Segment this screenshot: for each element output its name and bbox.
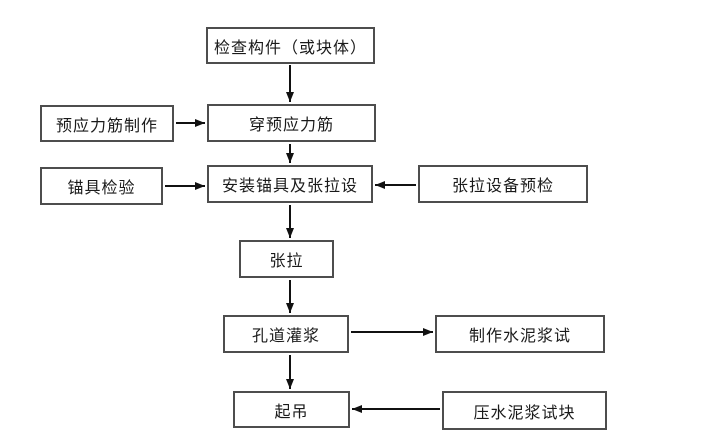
flow-box-duct-grouting: 孔道灌浆 — [223, 315, 349, 353]
flow-box-cement-test-making: 制作水泥浆试 — [435, 315, 605, 353]
flow-box-label: 孔道灌浆 — [251, 328, 320, 345]
flow-box-equipment-precheck: 张拉设备预检 — [418, 165, 588, 203]
flow-box-lifting: 起吊 — [233, 391, 350, 428]
flow-box-label: 锚具检验 — [67, 180, 136, 197]
flow-box-tendon-fabrication: 预应力筋制作 — [40, 105, 174, 142]
flow-box-install-anchorage: 安装锚具及张拉设 — [207, 165, 373, 203]
flow-box-label: 张拉 — [269, 253, 304, 270]
flow-box-label: 制作水泥浆试 — [468, 328, 571, 345]
flow-box-label: 压水泥浆试块 — [473, 404, 576, 422]
flow-box-label: 起吊 — [274, 403, 309, 421]
flow-box-label: 张拉设备预检 — [451, 178, 554, 195]
flow-box-thread-tendon: 穿预应力筋 — [207, 104, 376, 142]
flow-box-anchorage-inspection: 锚具检验 — [40, 167, 163, 205]
flow-box-check-component: 检查构件（或块体） — [206, 27, 375, 64]
flow-box-tensioning: 张拉 — [239, 240, 334, 278]
flow-box-label: 检查构件（或块体） — [213, 39, 367, 57]
flow-box-cement-block-pressing: 压水泥浆试块 — [442, 391, 607, 430]
flow-box-label: 穿预应力筋 — [248, 117, 334, 134]
flow-box-label: 安装锚具及张拉设 — [221, 178, 358, 195]
flow-box-label: 预应力筋制作 — [55, 117, 158, 135]
